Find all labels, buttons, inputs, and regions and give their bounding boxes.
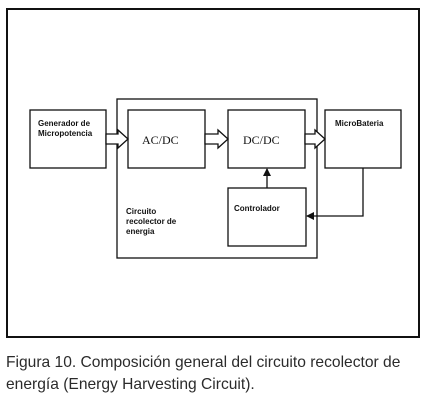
circuit-box (116, 98, 318, 259)
generator-label-line2: Micropotencia (38, 129, 93, 138)
arrow-dcdc-to-battery (304, 128, 326, 150)
arrow-battery-to-controller (306, 168, 364, 220)
dcdc-label: DC/DC (243, 133, 280, 147)
dcdc-block (227, 109, 306, 169)
acdc-label: AC/DC (142, 133, 179, 147)
controller-label: Controlador (234, 204, 280, 213)
circuit-label-line3: energia (126, 227, 155, 236)
battery-block (324, 109, 402, 169)
diagram-frame (6, 8, 420, 338)
circuit-label-line2: recolector de (126, 217, 177, 226)
generator-label-line1: Generador de (38, 119, 91, 128)
circuit-label-line1: Circuito (126, 207, 156, 216)
controller-block (227, 187, 307, 247)
battery-label: MicroBateria (335, 119, 384, 128)
generator-block (29, 109, 107, 169)
energy-harvesting-diagram: Generador de Micropotencia AC/DC DC/DC M… (29, 98, 402, 259)
figure-caption: Figura 10. Composición general del circu… (6, 354, 401, 393)
arrow-generator-to-acdc (105, 128, 129, 150)
arrow-acdc-to-dcdc (204, 128, 229, 150)
